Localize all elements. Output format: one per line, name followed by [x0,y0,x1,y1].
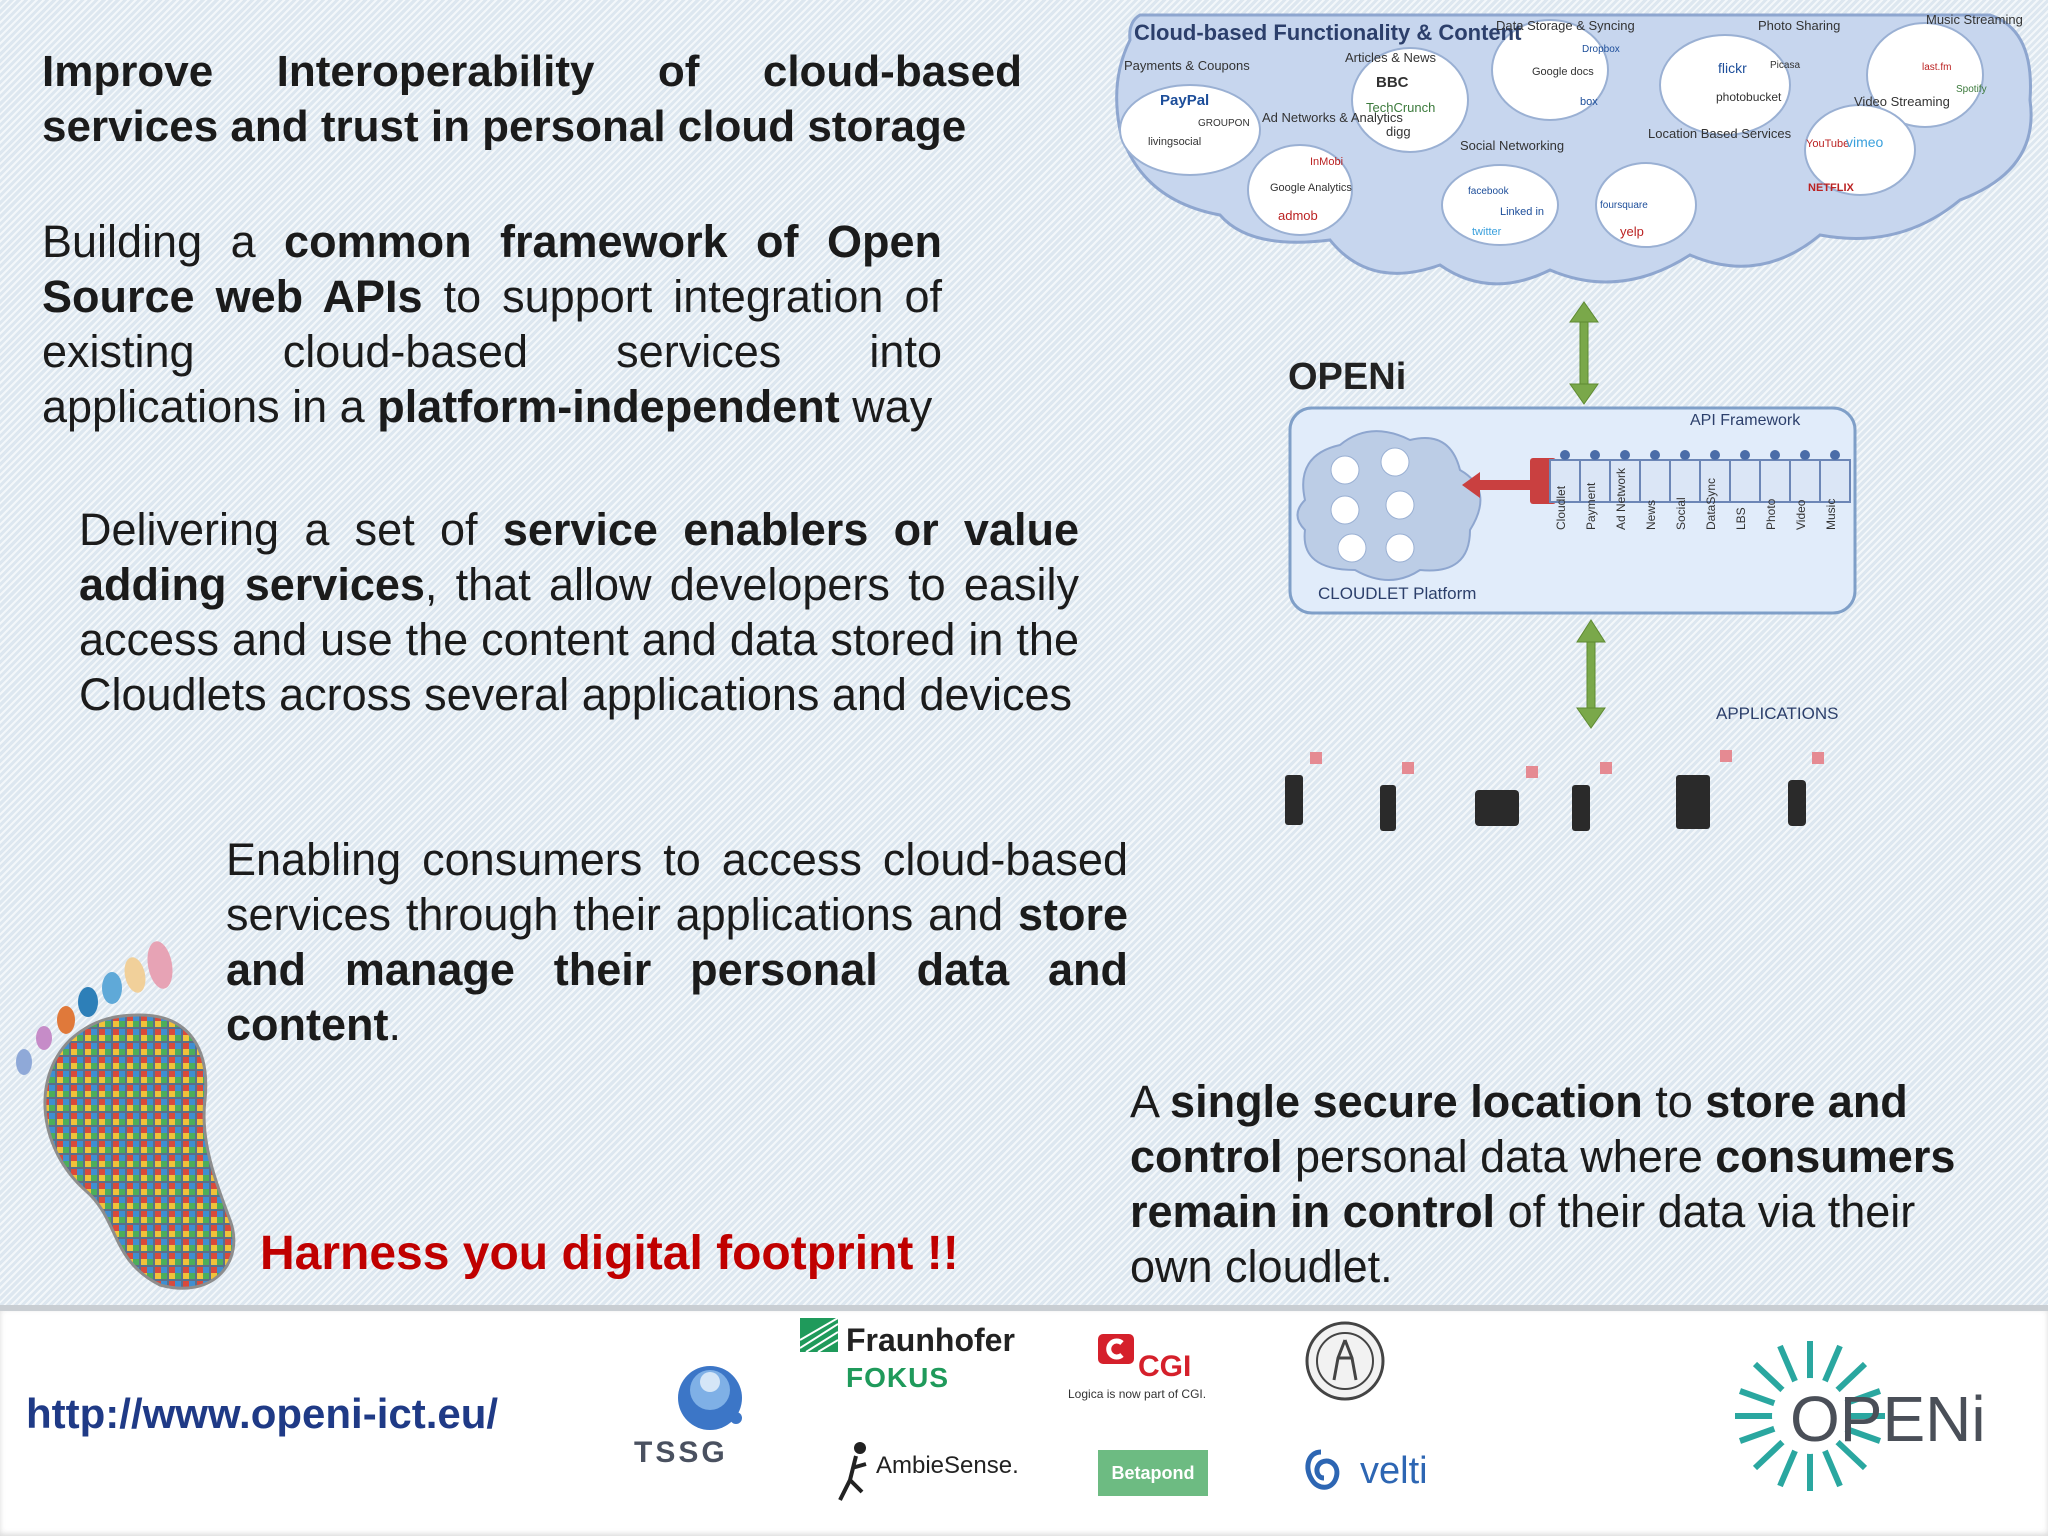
brand-flickr: flickr [1718,60,1747,76]
api-col-video: Video [1794,499,1808,530]
paragraph-secure-location: A single secure location to store and co… [1130,1076,1956,1292]
heading-interoperability: Improve Interoperability of cloud-based … [42,47,1022,151]
brand-techcrunch: TechCrunch [1366,100,1436,115]
brand-groupon: GROUPON [1198,118,1250,129]
api-framework-label: API Framework [1690,412,1801,429]
applications-label: APPLICATIONS [1716,704,1839,723]
slogan: Harness you digital footprint !! [260,1227,959,1280]
brand-yelp: yelp [1620,224,1644,239]
openi-diagram-logo: OPENi [1288,356,1407,398]
application-devices [1285,775,1806,831]
cloud-label-music: Music Streaming [1926,12,2023,27]
openi-logo: OPENi [1790,1383,1986,1455]
brand-admob: admob [1278,208,1318,223]
api-col-social: Social [1674,497,1688,530]
tssg-logo: TSSG [634,1436,728,1469]
cloud-title: Cloud-based Functionality & Content [1134,20,1522,45]
website-link[interactable]: http://www.openi-ict.eu/ [26,1390,499,1437]
api-columns [1549,459,1851,503]
cgi-logo: CGI [1138,1350,1192,1383]
ambiesense-logo: AmbieSense. [876,1452,1019,1479]
university-seal-logo [1305,1321,1385,1401]
brand-box: box [1580,96,1598,108]
brand-lastfm: last.fm [1922,62,1952,73]
brand-spotify: Spotify [1956,84,1987,95]
fraunhofer-logo-icon [800,1318,838,1352]
brand-facebook: facebook [1468,186,1509,197]
footer-bar [0,1305,2048,1536]
cloud-label-video: Video Streaming [1854,94,1950,109]
brand-linkedin: Linked in [1500,206,1545,218]
brand-twitter: twitter [1472,226,1502,238]
brand-vimeo: vimeo [1846,134,1884,150]
brand-foursquare: foursquare [1600,200,1648,211]
cloudlet-platform-label: CLOUDLET Platform [1318,584,1477,603]
openi-architecture-diagram [1115,13,2033,831]
brand-inmobi: InMobi [1310,156,1344,168]
fraunhofer-logo: Fraunhofer [846,1322,1015,1358]
ambiesense-logo-icon [838,1442,867,1501]
brand-photobucket: photobucket [1716,90,1782,104]
api-col-payment: Payment [1584,482,1598,530]
api-col-datasync: DataSync [1704,477,1718,530]
betapond-logo: Betapond [1098,1450,1208,1496]
paragraph-consumers: Enabling consumers to access cloud-based… [226,834,1128,1050]
logica-note: Logica is now part of CGI. [1068,1387,1207,1401]
arrow-cloud-to-openi [1569,301,1599,405]
brand-netflix: NETFLIX [1808,182,1854,194]
paragraph-framework: Building a common framework of Open Sour… [42,216,942,432]
brand-bbc: BBC [1376,74,1409,91]
paragraph-service-enablers: Delivering a set of service enablers or … [79,504,1079,720]
cloud-label-storage: Data Storage & Syncing [1496,18,1635,33]
fokus-logo: FOKUS [846,1362,949,1393]
brand-youtube: YouTube [1806,138,1850,150]
cloud-label-photo: Photo Sharing [1758,18,1841,33]
brand-google-docs: Google docs [1532,66,1594,78]
cloud-label-location: Location Based Services [1648,126,1792,141]
arrow-openi-to-apps [1576,619,1606,729]
brand-google-analytics: Google Analytics [1270,182,1352,194]
cgi-logo-icon [1098,1334,1134,1364]
api-col-music: Music [1824,498,1838,530]
brand-dropbox: Dropbox [1582,44,1620,55]
cloud-shape [1115,13,2033,286]
api-col-photo: Photo [1764,498,1778,530]
api-col-lbs: LBS [1734,507,1748,530]
velti-logo: velti [1360,1450,1428,1492]
api-col-cloudlet: Cloudlet [1554,485,1568,530]
cloud-label-ads: Ad Networks & Analytics [1262,110,1403,125]
api-col-adnetwork: Ad Network [1614,467,1628,530]
tssg-logo-icon [678,1366,742,1430]
brand-picasa: Picasa [1770,60,1801,71]
brand-paypal: PayPal [1160,92,1210,109]
brand-livingsocial: livingsocial [1148,136,1202,148]
footprint-illustration [16,941,236,1290]
velti-logo-icon [1305,1449,1340,1490]
brand-digg: digg [1386,124,1411,139]
cloud-label-social: Social Networking [1460,138,1565,153]
cloud-label-payments: Payments & Coupons [1124,58,1250,73]
api-col-news: News [1644,499,1658,530]
openi-sunburst-logo [1735,1341,1885,1491]
cloud-label-articles: Articles & News [1345,50,1437,65]
